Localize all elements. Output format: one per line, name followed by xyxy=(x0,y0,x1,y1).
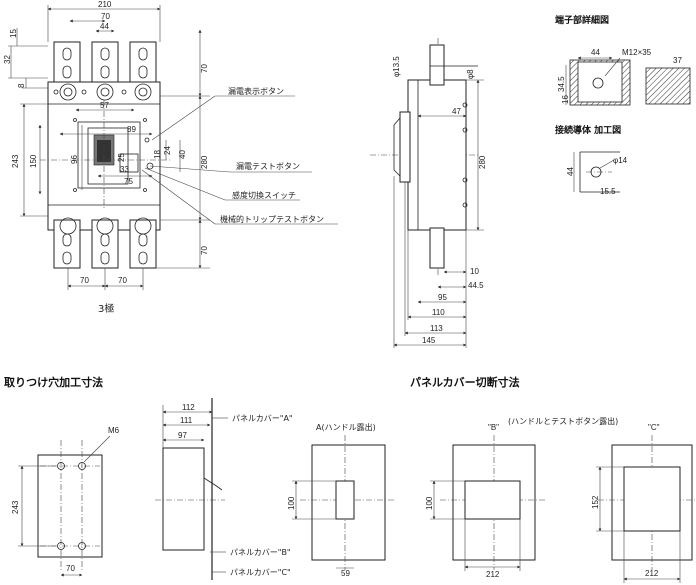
dim-m6: M6 xyxy=(108,426,120,435)
cutout-section: パネルカバー切断寸法 A(ハンドル露出) 100 59 (ハンドルとテストボタン… xyxy=(287,375,696,583)
conductor-detail: 接続導体 加工図 φ14 44 15.5 xyxy=(555,124,628,196)
dim-15-5: 15.5 xyxy=(600,187,616,196)
dim-44-term: 44 xyxy=(591,48,600,57)
dim-15: 15 xyxy=(9,29,18,38)
cutout-b-label: "B" xyxy=(488,423,499,432)
dim-m12: M12×35 xyxy=(622,48,652,57)
front-view: 210 70 44 15 32 8 xyxy=(3,0,338,315)
dim-95: 95 xyxy=(438,293,447,302)
dim-150: 150 xyxy=(29,154,38,168)
dim-37: 37 xyxy=(673,56,682,65)
cutout-b-note: (ハンドルとテストボタン露出) xyxy=(508,416,618,426)
dim-8: 8 xyxy=(17,83,26,88)
dim-57: 57 xyxy=(100,101,109,110)
cutout-c-label: "C" xyxy=(648,423,660,432)
cutout-title: パネルカバー切断寸法 xyxy=(410,375,520,389)
dim-243-mount: 243 xyxy=(11,500,20,514)
dim-75: 75 xyxy=(124,177,133,186)
dim-24: 24 xyxy=(163,146,172,155)
dim-96: 96 xyxy=(70,155,79,164)
dim-phi14: φ14 xyxy=(613,156,628,165)
dim-89: 89 xyxy=(127,125,136,134)
dim-113: 113 xyxy=(430,324,443,333)
dim-25: 25 xyxy=(117,153,126,162)
dim-70-bottom-right: 70 xyxy=(118,276,127,285)
callout-leak-test: 漏電テストボタン xyxy=(236,161,300,171)
side-view: φ13.5 φ8 47 280 10 44.5 95 110 113 145 xyxy=(370,38,487,348)
dim-47: 47 xyxy=(452,107,461,116)
dim-16: 16 xyxy=(561,95,570,104)
dim-10: 10 xyxy=(470,267,479,276)
dim-32: 32 xyxy=(3,55,12,64)
dim-70-top: 70 xyxy=(101,12,110,21)
dim-44-cond: 44 xyxy=(566,167,575,176)
cutout-c-152: 152 xyxy=(591,495,600,509)
dim-40: 40 xyxy=(178,150,187,159)
dim-110: 110 xyxy=(432,308,445,317)
cover-c-label: パネルカバー"C" xyxy=(230,568,291,577)
conductor-title: 接続導体 加工図 xyxy=(555,124,621,136)
dim-70-bottom-left: 70 xyxy=(80,276,89,285)
dim-33: 33 xyxy=(120,165,129,174)
pole-caption: 3極 xyxy=(98,302,114,315)
cutout-b-100: 100 xyxy=(425,496,434,510)
dim-70-right-bottom: 70 xyxy=(200,246,209,255)
cutout-b-212: 212 xyxy=(486,570,500,579)
callout-sensitivity: 感度切換スイッチ xyxy=(232,190,296,200)
cutout-c-212: 212 xyxy=(645,569,659,578)
dim-210: 210 xyxy=(98,0,112,9)
dim-111: 111 xyxy=(180,416,193,425)
mounting-title: 取りつけ穴加工寸法 xyxy=(4,375,103,389)
dim-44-5: 44.5 xyxy=(468,281,484,290)
terminal-detail: 端子部詳細図 44 M12×35 34.5 16 37 xyxy=(555,14,691,106)
dim-112: 112 xyxy=(182,403,195,412)
cutout-a-59: 59 xyxy=(341,569,350,578)
dim-34-5: 34.5 xyxy=(557,76,566,92)
dim-44: 44 xyxy=(100,22,109,31)
callout-leak-indicator: 漏電表示ボタン xyxy=(228,86,284,96)
cutout-a-100: 100 xyxy=(287,496,296,510)
panel-side-view: 112 111 97 パネルカバー"A" パネルカバー"B" パネルカバー"C" xyxy=(155,398,293,580)
cover-b-label: パネルカバー"B" xyxy=(230,548,291,557)
dim-phi8: φ8 xyxy=(466,69,475,79)
dim-18: 18 xyxy=(153,150,162,159)
dim-145: 145 xyxy=(422,336,436,345)
dim-97: 97 xyxy=(178,431,187,440)
mounting-holes: 取りつけ穴加工寸法 M6 243 70 xyxy=(4,375,120,577)
dim-phi13-5: φ13.5 xyxy=(392,56,401,77)
dim-280: 280 xyxy=(200,155,209,169)
dim-70-mount: 70 xyxy=(66,564,75,573)
callout-mech-trip: 機械的トリップテストボタン xyxy=(220,214,324,224)
dim-280-side: 280 xyxy=(478,155,487,169)
terminal-detail-title: 端子部詳細図 xyxy=(555,14,609,26)
cover-a-label: パネルカバー"A" xyxy=(232,414,293,423)
cutout-a-label: A(ハンドル露出) xyxy=(316,422,376,432)
dim-70-right-top: 70 xyxy=(200,64,209,73)
dim-243: 243 xyxy=(11,154,20,168)
